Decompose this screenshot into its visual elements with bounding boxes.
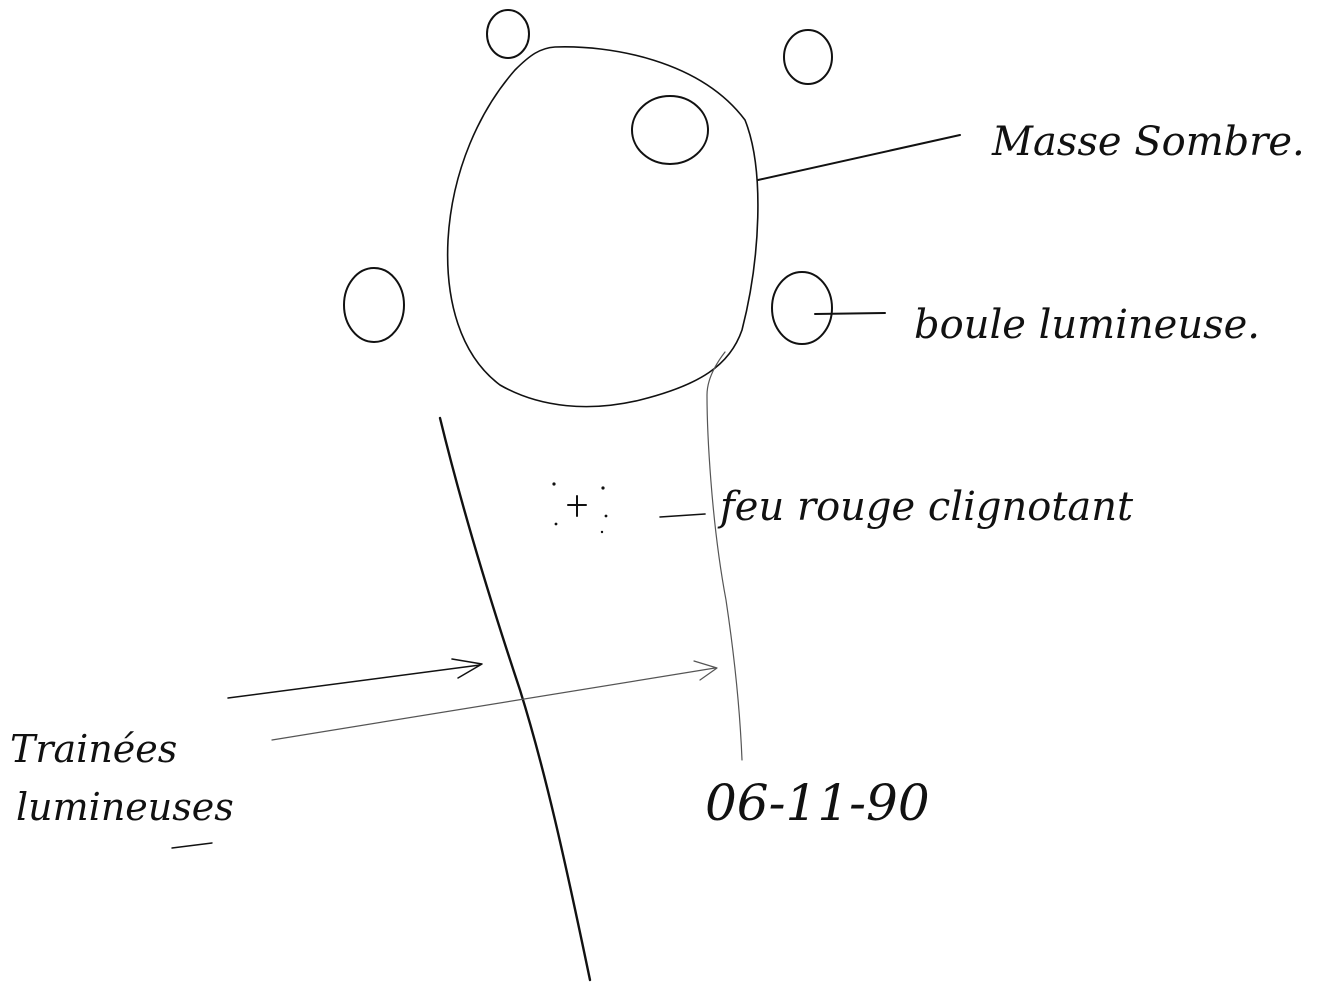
red-light-label: feu rouge clignotant (717, 484, 1134, 530)
trail-arrow-lower (271, 660, 718, 741)
trails-underline (171, 842, 213, 849)
luminous-ball-leader-line (814, 312, 886, 315)
luminous-ball-inner (631, 95, 709, 165)
trails-label-line2: lumineuses (16, 785, 234, 829)
luminous-ball-label: boule lumineuse. (914, 302, 1260, 348)
dark-mass-label: Masse Sombre. (991, 119, 1305, 165)
trails-label-line1: Trainées (10, 727, 177, 771)
red-light-leader-line (659, 513, 706, 518)
luminous-ball-left (343, 267, 405, 343)
light-trail-right (706, 351, 743, 761)
dark-mass-leader-line (757, 134, 961, 181)
light-trail-left (438, 416, 592, 982)
luminous-ball-top-left (486, 9, 530, 59)
red-light-marker (552, 482, 608, 534)
luminous-ball-right (771, 271, 833, 345)
dark-mass-outline (446, 46, 759, 408)
date-label: 06-11-90 (705, 774, 930, 832)
luminous-ball-top-right (783, 29, 833, 85)
trail-arrow-upper (227, 658, 483, 699)
